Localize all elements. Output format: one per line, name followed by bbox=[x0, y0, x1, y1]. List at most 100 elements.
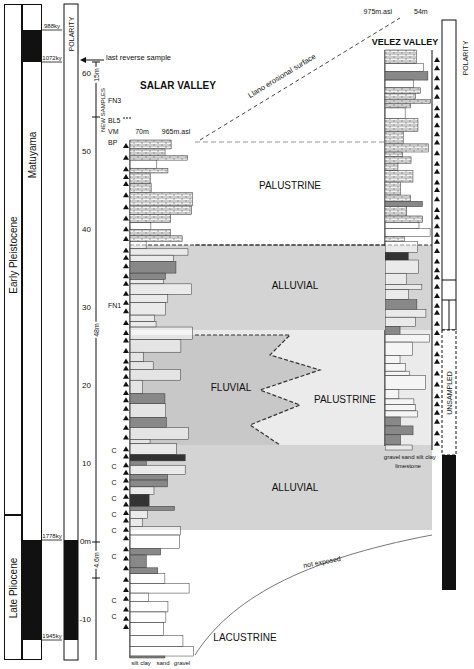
bed bbox=[130, 262, 176, 274]
sample-triangle bbox=[434, 94, 440, 99]
sample-triangle bbox=[123, 381, 129, 386]
bed bbox=[130, 506, 174, 510]
sample-name: VM bbox=[108, 128, 119, 135]
bed bbox=[385, 389, 399, 398]
sample-triangle bbox=[434, 274, 440, 279]
bed bbox=[130, 487, 154, 495]
bed bbox=[385, 290, 409, 300]
sample-name: FN1 bbox=[108, 302, 121, 309]
bed bbox=[130, 535, 179, 548]
sample-triangle bbox=[123, 226, 129, 231]
column-header: POLARITY bbox=[68, 17, 75, 52]
bed bbox=[385, 445, 412, 450]
sample-triangle bbox=[434, 371, 440, 376]
bed bbox=[385, 80, 413, 88]
sample-triangle bbox=[123, 166, 129, 171]
bed bbox=[385, 93, 415, 99]
bed bbox=[385, 195, 411, 201]
sample-name: FN3 bbox=[108, 97, 121, 104]
sample-triangle bbox=[434, 113, 440, 118]
normal-chron bbox=[22, 540, 42, 640]
bed bbox=[130, 284, 192, 294]
sample-triangle bbox=[123, 577, 129, 582]
bed bbox=[130, 229, 170, 235]
epoch-box: Early Pleistocene bbox=[4, 4, 22, 515]
bed bbox=[130, 518, 142, 526]
sample-triangle bbox=[434, 139, 440, 144]
note: NEW SAMPLES bbox=[100, 88, 106, 132]
elevation-label: 70m bbox=[135, 128, 149, 135]
sample-triangle bbox=[123, 281, 129, 286]
thickness-ticks bbox=[92, 62, 100, 578]
region-label: Early Pleistocene bbox=[9, 216, 19, 293]
alluvial-ground bbox=[130, 245, 432, 330]
bed bbox=[385, 309, 426, 317]
bed bbox=[385, 411, 418, 417]
bed bbox=[130, 294, 168, 302]
bed bbox=[385, 273, 407, 284]
thickness-bar bbox=[96, 62, 97, 660]
sample-triangle bbox=[123, 374, 129, 379]
sample-name: BP bbox=[108, 139, 117, 146]
bed bbox=[385, 152, 403, 157]
column-header: UNSAMPLED bbox=[446, 371, 453, 415]
sample-triangle bbox=[123, 348, 129, 353]
bed bbox=[130, 369, 180, 380]
bed bbox=[130, 140, 171, 149]
sample-triangle bbox=[434, 267, 440, 272]
reverse-arrowhead bbox=[80, 57, 86, 63]
lacustrine-contact bbox=[195, 535, 432, 655]
sample-triangle bbox=[123, 192, 129, 197]
sample-triangle bbox=[123, 462, 129, 467]
sample-triangle bbox=[123, 606, 129, 611]
sample-triangle bbox=[434, 382, 440, 387]
scale-number: -10 bbox=[79, 616, 91, 624]
bed bbox=[385, 229, 430, 237]
bed bbox=[130, 636, 183, 647]
age-label: 1778ky bbox=[42, 533, 61, 539]
sample-triangle bbox=[123, 181, 129, 186]
region-label: Late Pliocene bbox=[9, 558, 19, 619]
bed bbox=[130, 279, 163, 283]
region-label: ALLUVIAL bbox=[272, 281, 319, 291]
sample-triangle bbox=[434, 239, 440, 244]
region-label: PALUSTRINE bbox=[259, 181, 321, 191]
facies-band: ALLUVIAL bbox=[195, 446, 385, 530]
sample-triangle bbox=[123, 527, 129, 532]
bed bbox=[130, 273, 165, 279]
region-label: Matuyama bbox=[28, 132, 38, 179]
bed bbox=[130, 352, 143, 362]
sample-triangle bbox=[123, 485, 129, 490]
sample-triangle bbox=[434, 321, 440, 326]
bed bbox=[130, 461, 146, 465]
sample-triangle bbox=[123, 174, 129, 179]
bed bbox=[130, 647, 193, 656]
bed bbox=[385, 342, 413, 355]
age-label: 1945ky bbox=[42, 633, 61, 639]
sample-triangle bbox=[123, 273, 129, 278]
bed bbox=[385, 132, 403, 144]
palustrine-ground bbox=[130, 330, 432, 445]
erosional-surface bbox=[200, 18, 400, 140]
normal-polarity bbox=[64, 540, 78, 640]
bed bbox=[130, 612, 166, 623]
bed bbox=[385, 399, 414, 405]
site-title: SALAR VALLEY bbox=[140, 81, 216, 91]
sample-triangle bbox=[434, 161, 440, 166]
bed bbox=[130, 527, 180, 536]
sample-triangle bbox=[123, 143, 129, 148]
sample-triangle bbox=[123, 510, 129, 515]
bed bbox=[130, 394, 165, 404]
sample-triangle bbox=[434, 340, 440, 345]
bed bbox=[130, 160, 157, 168]
thickness-label: 15m bbox=[92, 67, 101, 83]
sample-triangle bbox=[434, 430, 440, 435]
grain-size-label: gravel bbox=[384, 454, 400, 460]
bed bbox=[385, 284, 422, 289]
bed bbox=[385, 300, 417, 310]
facies-region: FLUVIAL bbox=[195, 336, 250, 444]
sample-triangle bbox=[123, 291, 129, 296]
sample-code: C bbox=[111, 495, 116, 502]
sample-marker bbox=[123, 118, 132, 119]
sample-code: C bbox=[111, 613, 116, 620]
